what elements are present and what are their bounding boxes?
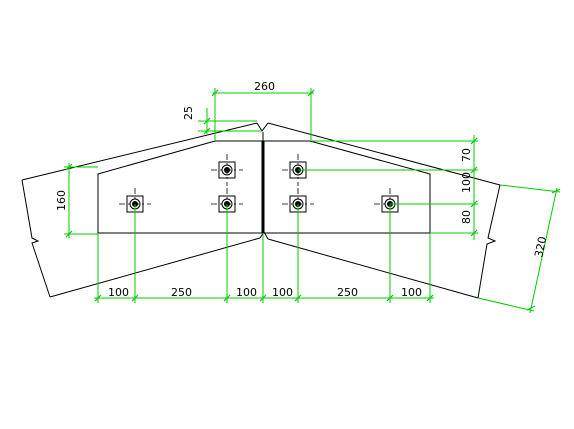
dim-right-70-label: 70	[460, 148, 473, 162]
left-member-outline	[21, 122, 261, 298]
right-member-outline	[267, 122, 501, 299]
dim-diag-320-label: 320	[532, 235, 549, 258]
dim-right-100-label: 100	[460, 172, 473, 193]
dim-left-160-label: 160	[55, 190, 68, 211]
dim-bottom-100-4-label: 100	[401, 286, 422, 299]
dim-bottom-chain: 100 250 100 100 250 100	[94, 204, 434, 303]
left-gusset-plate	[97, 140, 263, 234]
dim-left-160: 160	[55, 163, 98, 238]
dim-top-260: 260	[211, 80, 315, 141]
dim-right-chain: 70 100 80	[298, 135, 478, 240]
dim-gap-25: 25	[182, 106, 262, 135]
dim-gap-25-label: 25	[182, 106, 195, 120]
dim-top-260-label: 260	[254, 80, 275, 93]
right-gusset-plate	[263, 140, 431, 234]
dim-diag-320: 320	[477, 184, 561, 314]
bolt-left-inner-top	[211, 154, 243, 186]
dim-bottom-100-1-label: 100	[108, 286, 129, 299]
dim-bottom-100-2-label: 100	[236, 286, 257, 299]
dim-right-80-label: 80	[460, 210, 473, 224]
dim-bottom-100-3-label: 100	[272, 286, 293, 299]
dim-bottom-250-1-label: 250	[171, 286, 192, 299]
dim-bottom-250-2-label: 250	[337, 286, 358, 299]
